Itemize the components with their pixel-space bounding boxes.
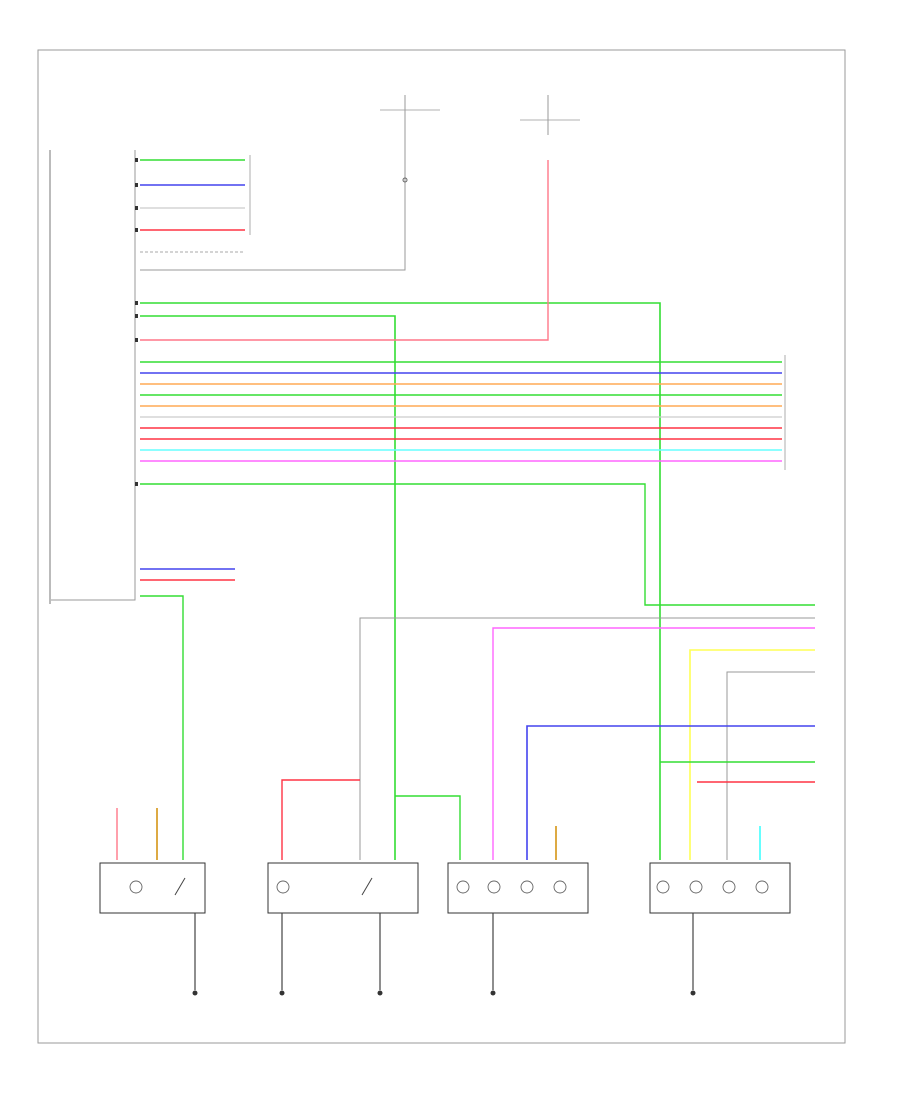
diagram-frame (37, 49, 846, 1044)
lamp-icon (129, 880, 769, 894)
main-long-wires (140, 160, 661, 860)
upper-feed-wires (140, 155, 251, 253)
green-signal-wire (140, 483, 815, 606)
ground-icon (192, 990, 696, 996)
local-wires (116, 779, 761, 860)
right-rear-lamp-box (447, 862, 589, 914)
left-rear-lamp-box (649, 862, 791, 914)
color-bus (140, 355, 786, 470)
front-combination-lamp-box (267, 862, 419, 914)
fuse-left (140, 95, 440, 271)
connector-pins (135, 158, 138, 486)
ground-leads (194, 913, 694, 990)
fuse-right (520, 95, 580, 135)
control-module (49, 150, 136, 604)
hazard-switch-box (99, 862, 206, 914)
lower-left-wires (140, 568, 235, 860)
right-side-wires (359, 617, 815, 860)
switch-icon (174, 877, 373, 896)
